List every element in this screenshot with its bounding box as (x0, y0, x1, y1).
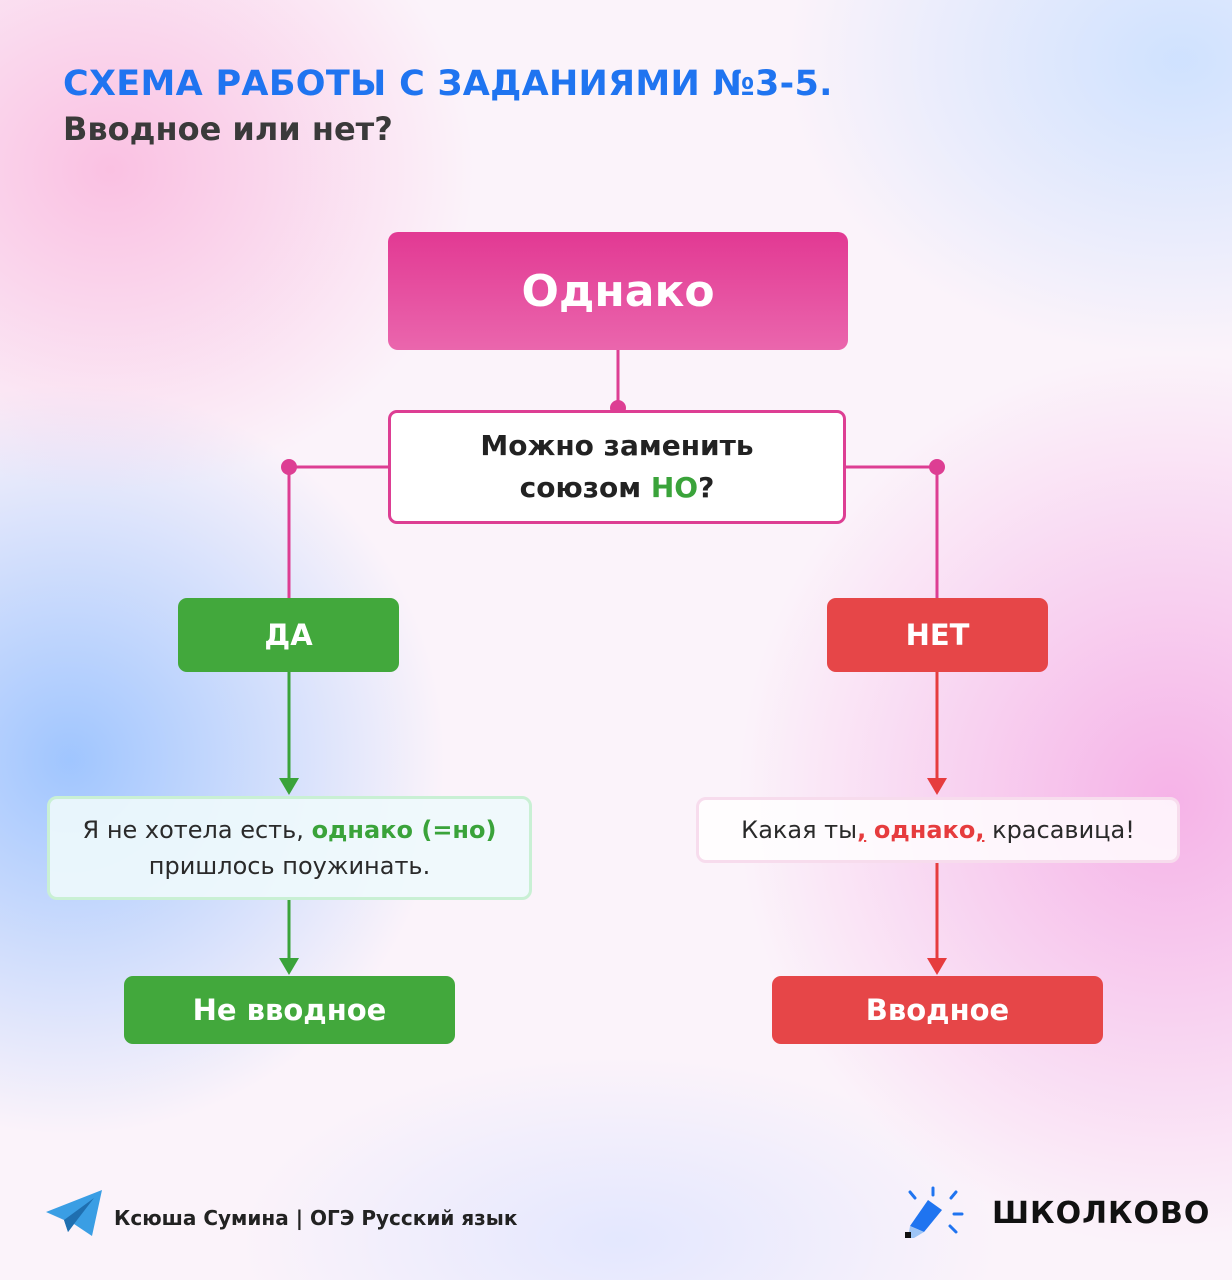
yes-example-line-2: пришлось поужинать. (148, 852, 431, 880)
conjunction-highlight: НО (650, 471, 699, 504)
root-word-box: Однако (388, 232, 848, 350)
yes-connector-dot (281, 459, 297, 475)
question-line-2: союзом НО? (520, 467, 715, 509)
author-caption: Ксюша Сумина | ОГЭ Русский язык (114, 1206, 518, 1230)
page-title: СХЕМА РАБОТЫ С ЗАДАНИЯМИ №3-5. (63, 64, 833, 104)
no-example-highlight: однако (873, 816, 976, 844)
result-not-introductory: Не вводное (124, 976, 455, 1044)
yes-example-line-1: Я не хотела есть, однако (=но) (83, 812, 497, 848)
question-mark: ? (698, 471, 715, 504)
yes-arrow-2-head (279, 958, 299, 975)
question-line-2-pre: союзом (519, 471, 651, 504)
telegram-icon[interactable] (44, 1188, 104, 1238)
no-arrow-1-head (927, 778, 947, 795)
no-example-comma-2: , (975, 816, 985, 844)
question-box: Можно заменить союзом НО? (388, 410, 846, 524)
yes-example-pre: Я не хотела есть, (82, 816, 312, 844)
brand-name: ШКОЛКОВО (992, 1196, 1211, 1231)
page-subtitle: Вводное или нет? (63, 110, 393, 148)
yes-label: ДА (178, 598, 399, 672)
yes-example-box: Я не хотела есть, однако (=но) пришлось … (47, 796, 532, 900)
no-arrow-2-head (927, 958, 947, 975)
no-connector (846, 465, 939, 598)
shkolkovo-logo-icon (905, 1186, 964, 1238)
yes-example-highlight: однако (=но) (311, 816, 497, 844)
question-line-1: Можно заменить (480, 429, 754, 462)
no-example-line: Какая ты, однако, красавица! (741, 812, 1135, 848)
no-example-comma-1: , (857, 816, 867, 844)
result-introductory: Вводное (772, 976, 1103, 1044)
yes-connector (287, 465, 388, 598)
no-label: НЕТ (827, 598, 1048, 672)
no-connector-dot (929, 459, 945, 475)
no-example-box: Какая ты, однако, красавица! (696, 797, 1180, 863)
no-example-pre: Какая ты (741, 816, 858, 844)
no-example-post: красавица! (992, 816, 1135, 844)
yes-arrow-1-head (279, 778, 299, 795)
